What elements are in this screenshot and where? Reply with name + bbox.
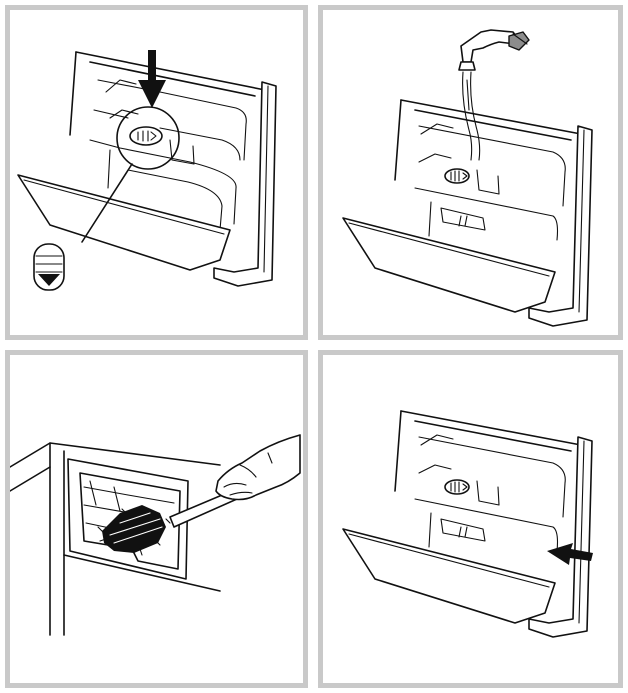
- machine-body: [10, 442, 221, 636]
- tap-rinse-illustration: [342, 29, 593, 327]
- detergent-drawer: [342, 99, 593, 327]
- hand-icon: [215, 434, 301, 501]
- push-in-arrow-icon: [547, 543, 593, 565]
- panel-press-release-lever: [5, 5, 308, 340]
- drawer-release-illustration: [17, 50, 277, 291]
- detergent-drawer: [17, 51, 277, 287]
- push-down-arrow-icon: [138, 50, 166, 108]
- magnifier-circle: [116, 106, 180, 170]
- detergent-drawer: [342, 410, 593, 638]
- panel-rinse-under-tap: [318, 5, 623, 340]
- water-tap-icon: [458, 29, 530, 71]
- panel-push-drawer-back: [318, 350, 623, 688]
- release-lever: [129, 126, 163, 146]
- panel-brush-recess: [5, 350, 308, 688]
- brush-recess-illustration: [10, 434, 301, 636]
- water-stream: [462, 71, 481, 161]
- leader-line: [81, 163, 133, 243]
- lever-detail-icon: [33, 243, 65, 291]
- drawer-insert-illustration: [342, 410, 593, 638]
